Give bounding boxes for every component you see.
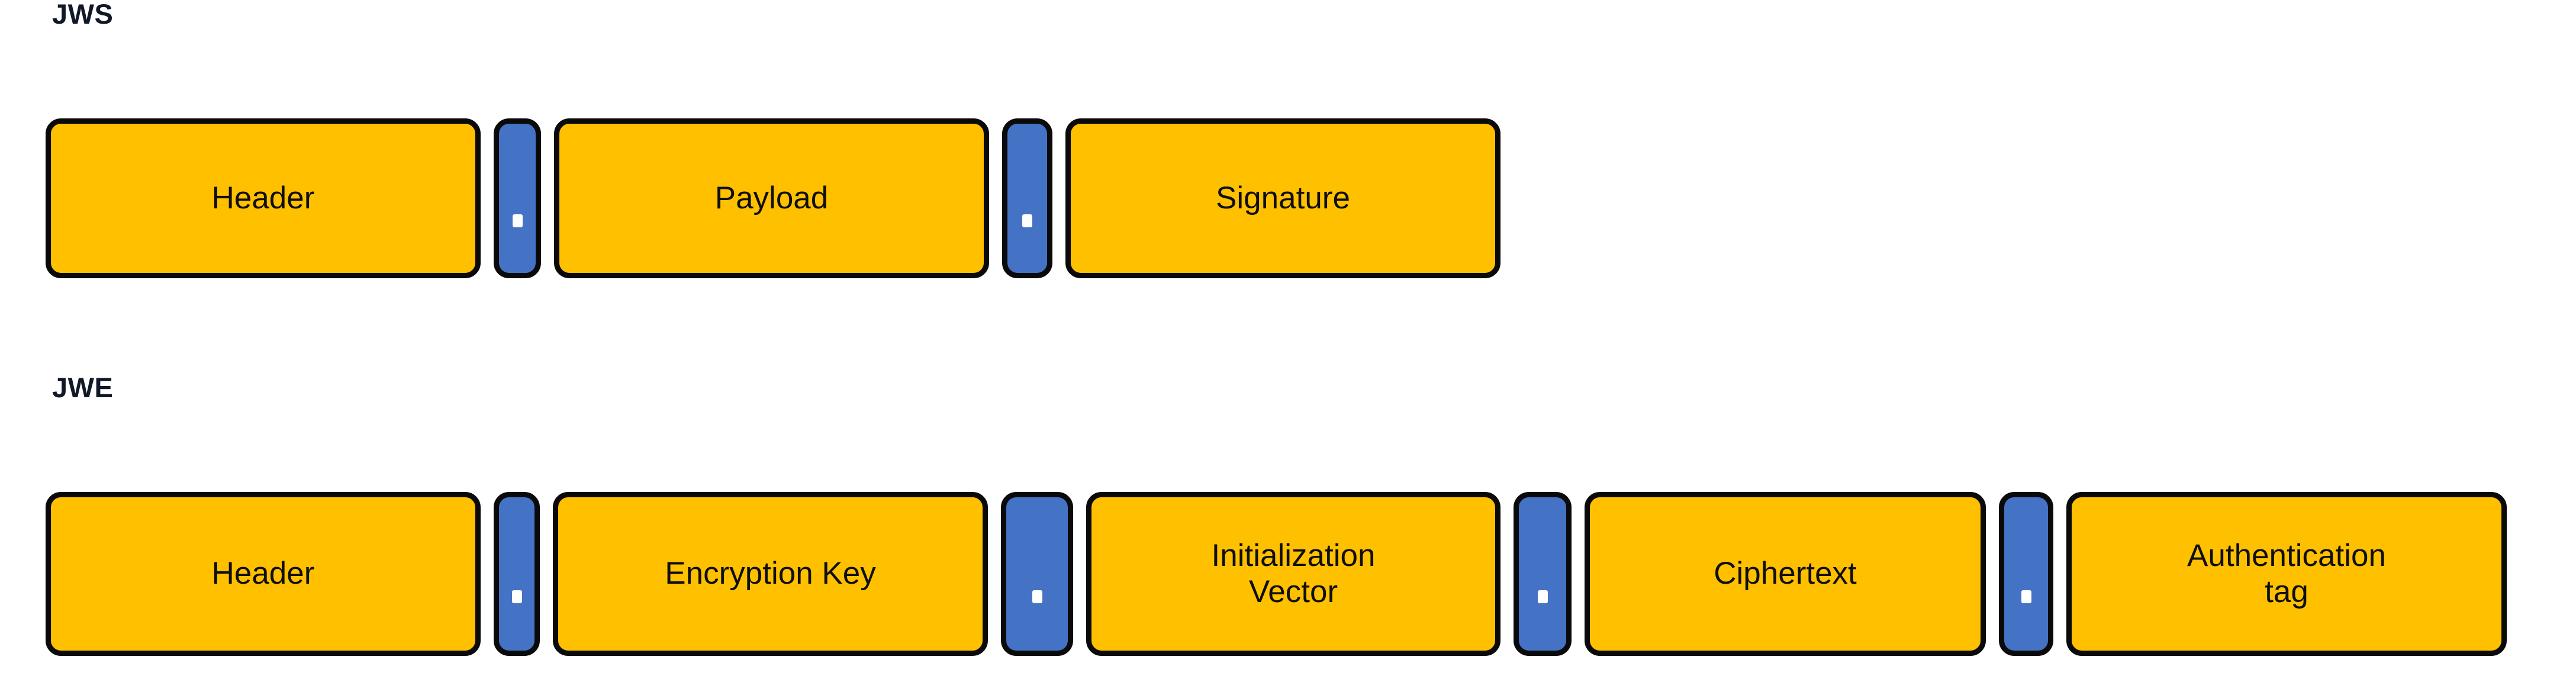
token-segment-header: Header: [46, 118, 481, 278]
token-separator-dot-jws-3: [1002, 118, 1052, 278]
jws-token-strip: Header Payload Signature: [0, 118, 1500, 278]
token-segment-label: Encryption Key: [665, 556, 876, 591]
dot-icon: [1537, 590, 1548, 603]
token-segment-header: Header: [46, 492, 481, 656]
token-segment-signature: Signature: [1065, 118, 1500, 278]
jwe-token-strip: Header Encryption Key Initialization Vecto…: [0, 492, 2507, 656]
dot-icon: [512, 214, 523, 227]
token-separator-dot-jws-1: [494, 118, 541, 278]
token-separator-dot-jwe-1: [494, 492, 540, 656]
token-segment-authentication-tag: Authentication tag: [2066, 492, 2507, 656]
dot-icon: [1032, 590, 1042, 603]
dot-icon: [511, 590, 522, 603]
token-segment-encryption-key: Encryption Key: [553, 492, 988, 656]
token-segment-label: Signature: [1216, 180, 1350, 215]
token-segment-initialization-vector: Initialization Vector: [1086, 492, 1500, 656]
token-segment-ciphertext: Ciphertext: [1585, 492, 1986, 656]
token-separator-dot-jwe-3: [1001, 492, 1073, 656]
jws-section-label: JWS: [52, 0, 114, 30]
token-segment-label: Ciphertext: [1714, 556, 1857, 591]
token-segment-label: Initialization Vector: [1211, 538, 1376, 609]
token-segment-label: Authentication tag: [2187, 538, 2386, 609]
strip-leading-spacer: [0, 118, 33, 278]
token-separator-dot-jwe-7: [1999, 492, 2053, 656]
dot-icon: [2021, 590, 2031, 603]
jwe-section-label: JWE: [52, 372, 114, 403]
strip-leading-spacer: [0, 492, 33, 656]
token-segment-label: Header: [211, 180, 315, 215]
token-separator-dot-jwe-5: [1514, 492, 1572, 656]
token-segment-label: Payload: [714, 180, 829, 215]
token-segment-payload: Payload: [554, 118, 989, 278]
dot-icon: [1022, 214, 1032, 227]
token-segment-label: Header: [211, 556, 315, 591]
